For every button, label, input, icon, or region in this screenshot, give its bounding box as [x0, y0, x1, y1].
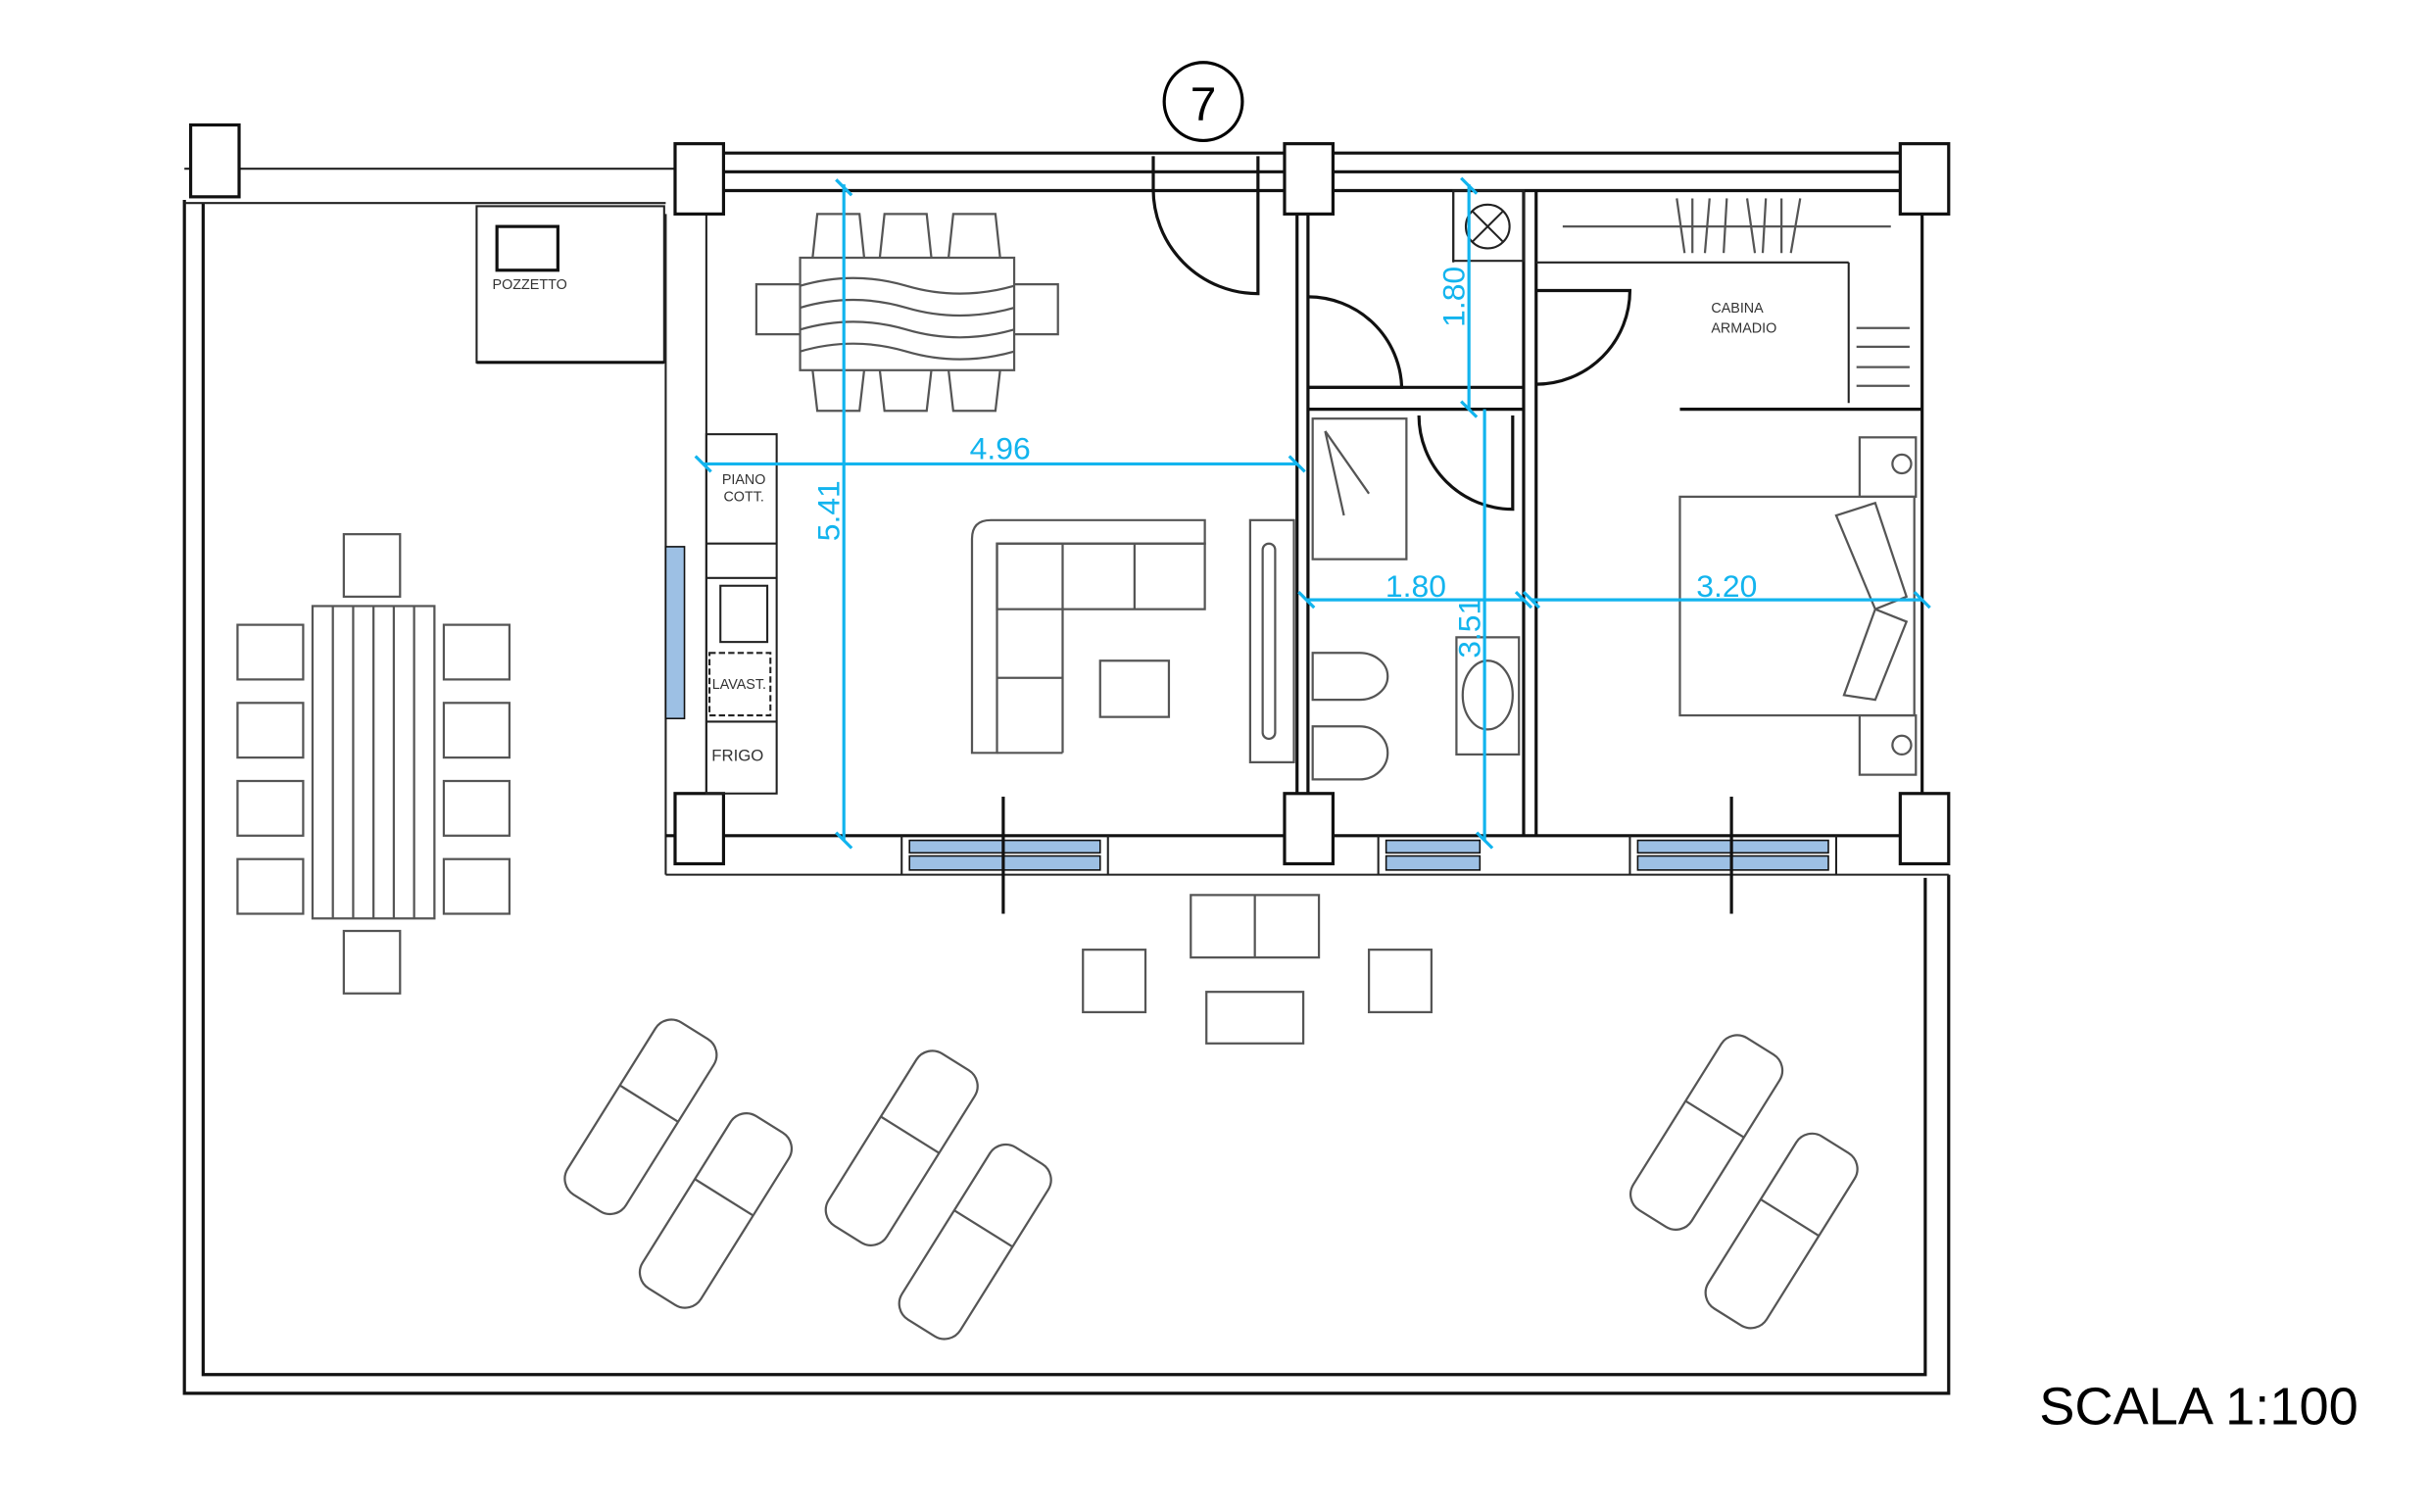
pozzetto-label: POZZETTO: [493, 277, 567, 293]
cabina-armadio-label: CABINA: [1711, 301, 1764, 317]
dim-bath-depth: 3.51: [1451, 598, 1486, 658]
dim-closet-depth: 1.80: [1435, 267, 1471, 327]
kitchen: PIANO COTT. LAVAST. FRIGO: [705, 433, 778, 795]
terrace: POZZETTO: [182, 122, 1951, 1395]
bed: [1678, 436, 1918, 776]
axis-marker-label: 7: [1191, 79, 1217, 131]
scale-label: SCALA 1:100: [2039, 1378, 2358, 1437]
piano-cottura-label-2: COTT.: [723, 490, 763, 506]
windows: [664, 546, 1837, 914]
frigo-label: FRIGO: [711, 746, 763, 764]
building-walls: [664, 142, 1951, 876]
sun-loungers: [563, 1018, 1859, 1341]
outdoor-dining: [236, 533, 511, 995]
dim-living-width: 4.96: [970, 431, 1031, 466]
outdoor-lounge: [1082, 894, 1434, 1045]
bathroom-fixtures: [1311, 189, 1526, 781]
dining-table-indoor: [754, 213, 1059, 413]
axis-marker: 7: [1162, 61, 1244, 143]
piano-cottura-label: PIANO: [722, 472, 766, 488]
dim-living-depth: 5.41: [810, 480, 846, 541]
dim-bath-width: 1.80: [1385, 568, 1446, 604]
lavastoviglie-label: LAVAST.: [712, 677, 766, 693]
dimension-lines: 4.96 5.41 1.80 1.80 3.51 3.20: [694, 176, 1931, 850]
doors: [1151, 156, 1632, 512]
wardrobe: CABINA ARMADIO: [1562, 198, 1910, 387]
cabina-armadio-label-2: ARMADIO: [1711, 321, 1776, 337]
dim-bedroom-width: 3.20: [1696, 568, 1757, 604]
sofa: [970, 518, 1295, 763]
